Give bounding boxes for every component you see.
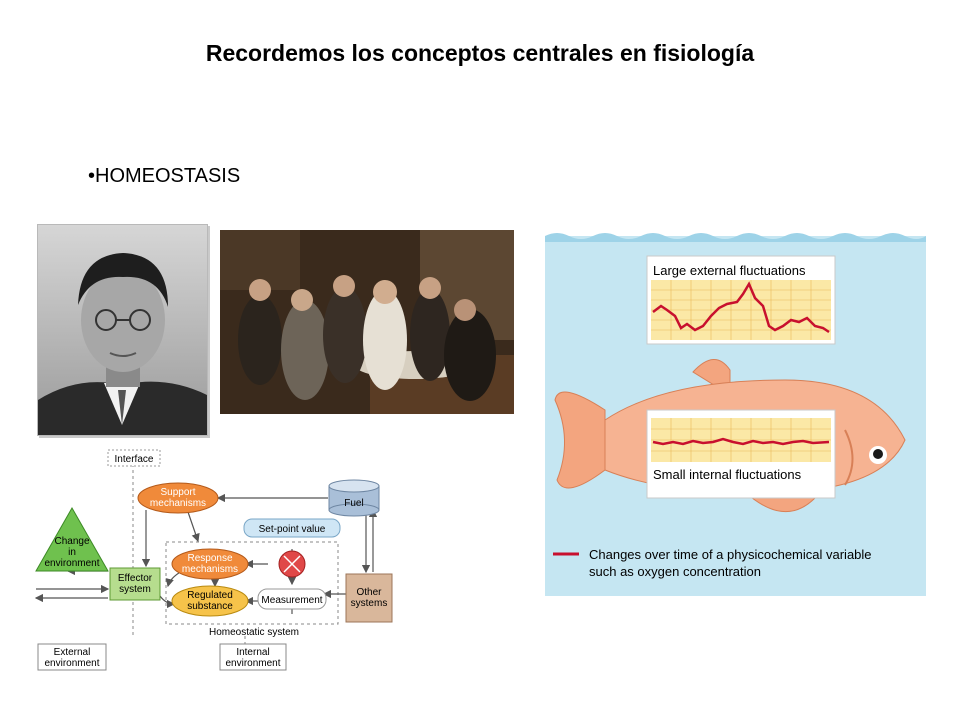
external-label-1: External: [54, 647, 91, 658]
homeostatic-system-label: Homeostatic system: [209, 627, 299, 638]
small-fluctuations-label: Small internal fluctuations: [653, 467, 802, 482]
homeostasis-diagram: Interface Support mechanisms Fuel Set-po…: [34, 449, 393, 671]
regulated-substance-node: [171, 585, 249, 617]
slide-title: Recordemos los conceptos centrales en fi…: [205, 40, 755, 66]
set-point-node: [243, 518, 341, 538]
effector-label-2: system: [119, 584, 151, 595]
response-label-1: Response: [187, 553, 232, 564]
response-mechanisms-node: [171, 548, 249, 580]
change-label-1: Change: [54, 536, 89, 547]
fuel-label: Fuel: [344, 498, 363, 509]
change-label-2: in: [68, 547, 76, 558]
internal-label-2: environment: [225, 658, 280, 669]
interface-label: Interface: [115, 454, 154, 465]
legend-label-2: such as oxygen concentration: [589, 564, 761, 579]
support-mechanisms-node: [137, 482, 219, 514]
regulated-label-1: Regulated: [187, 590, 233, 601]
effector-label-1: Effector: [118, 573, 153, 584]
internal-label-1: Internal: [236, 647, 269, 658]
small-fluctuation-line: [652, 437, 830, 446]
external-environment-box: [37, 643, 107, 671]
interface-box: [107, 449, 161, 467]
response-label-2: mechanisms: [182, 564, 238, 575]
large-fluctuations-label: Large external fluctuations: [653, 263, 806, 278]
support-label-1: Support: [160, 487, 195, 498]
internal-environment-box: [219, 643, 287, 671]
other-systems-node: [345, 573, 393, 623]
support-label-2: mechanisms: [150, 498, 206, 509]
bullet-homeostasis: •HOMEOSTASIS: [88, 165, 241, 187]
measurement-label: Measurement: [261, 595, 322, 606]
measurement-node: [257, 588, 327, 610]
regulated-label-2: substance: [187, 601, 233, 612]
large-fluctuation-line: [652, 281, 830, 334]
legend-label-1: Changes over time of a physicochemical v…: [589, 547, 872, 562]
painting-photo: [220, 230, 514, 414]
fuel-node: [328, 479, 380, 517]
effector-system-node: [109, 567, 161, 601]
set-point-label: Set-point value: [259, 524, 326, 535]
change-environment-node: [35, 506, 109, 572]
change-label-3: environment: [44, 558, 99, 569]
portrait-photo: [37, 224, 208, 436]
other-label-2: systems: [351, 598, 388, 609]
other-label-1: Other: [356, 587, 382, 598]
homeostatic-boundary: [165, 541, 339, 625]
external-label-2: environment: [44, 658, 99, 669]
fish-homeostasis-illustration: Large external fluctuations Small intern…: [545, 233, 926, 596]
